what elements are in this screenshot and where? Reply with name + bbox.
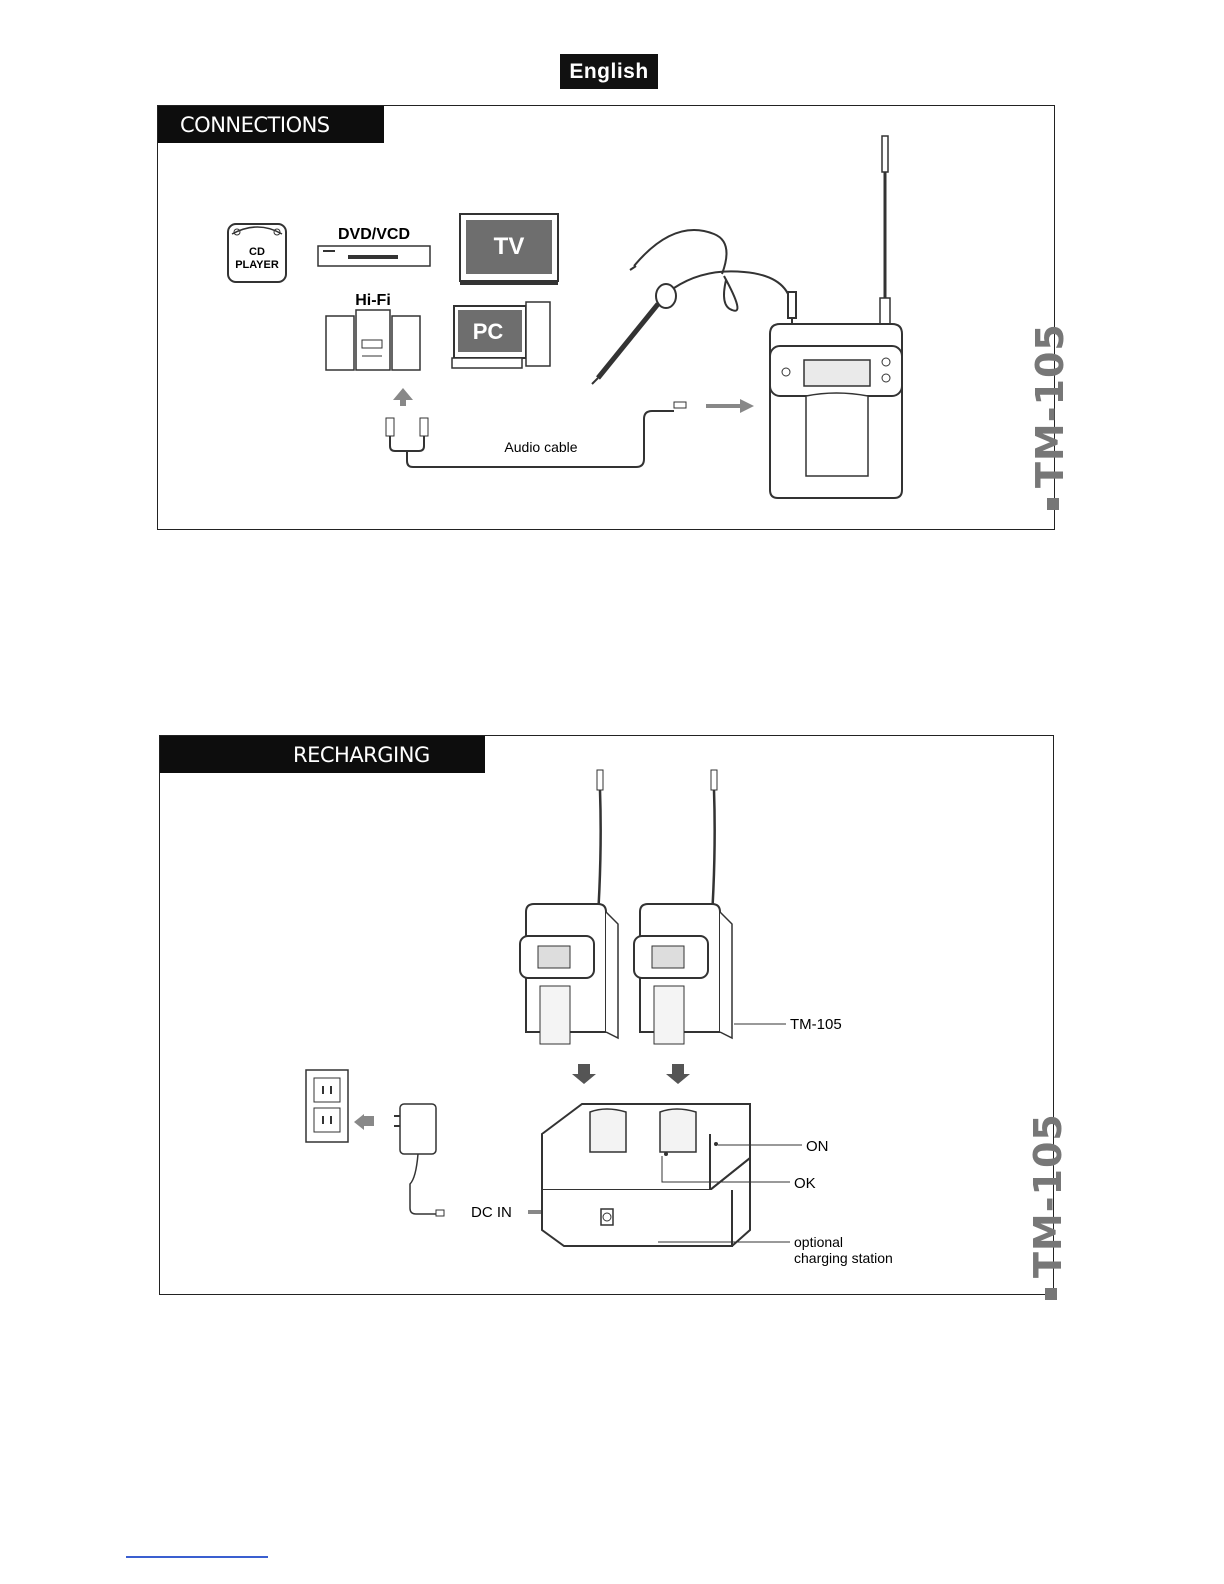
arrow-right-icon <box>706 399 754 413</box>
connections-panel: CONNECTIONS CD PLAYER DVD/VCD TV Hi-Fi <box>157 105 1055 530</box>
recharging-panel: RECHARGING TM-105 <box>159 735 1054 1295</box>
connections-diagram: CD PLAYER DVD/VCD TV Hi-Fi <box>158 106 1054 529</box>
dc-in-label: DC IN <box>471 1204 512 1221</box>
hifi-label: Hi-Fi <box>355 292 391 309</box>
pc-icon: PC <box>452 302 550 368</box>
tm105-unit-left-icon <box>520 770 618 1044</box>
dvd-player-icon: DVD/VCD <box>318 226 430 266</box>
audio-cable: Audio cable <box>386 399 754 467</box>
hifi-icon: Hi-Fi <box>326 292 420 370</box>
station-label-line1: optional <box>794 1234 843 1250</box>
cd-player-label-line2: PLAYER <box>235 259 279 271</box>
language-badge: English <box>560 54 658 89</box>
arrow-left-icon <box>354 1114 374 1130</box>
unit-label: TM-105 <box>790 1016 842 1033</box>
power-adapter-icon <box>394 1104 444 1216</box>
station-label-line2: charging station <box>794 1250 893 1266</box>
recharging-diagram: TM-105 DC IN <box>160 736 1053 1294</box>
dvd-label: DVD/VCD <box>338 226 410 243</box>
audio-cable-label: Audio cable <box>504 439 577 455</box>
tm105-unit-right-icon <box>634 770 732 1044</box>
recharging-side-label: TM-105 <box>1028 1140 1068 1300</box>
cd-player-label-line1: CD <box>249 246 265 258</box>
connections-side-label: TM-105 <box>1030 350 1070 510</box>
headset-microphone-icon <box>592 230 796 384</box>
arrow-up-icon <box>393 388 413 406</box>
cd-player-icon: CD PLAYER <box>228 224 286 282</box>
pc-label: PC <box>473 319 504 344</box>
charging-station-icon <box>542 1104 750 1246</box>
tv-label: TV <box>494 233 525 260</box>
tv-icon: TV <box>460 214 558 285</box>
arrow-down-left-icon <box>572 1064 596 1084</box>
wall-outlet-icon <box>306 1070 348 1142</box>
ok-label: OK <box>794 1175 816 1192</box>
on-label: ON <box>806 1138 829 1155</box>
footer-link-line <box>126 1556 268 1558</box>
arrow-down-right-icon <box>666 1064 690 1084</box>
